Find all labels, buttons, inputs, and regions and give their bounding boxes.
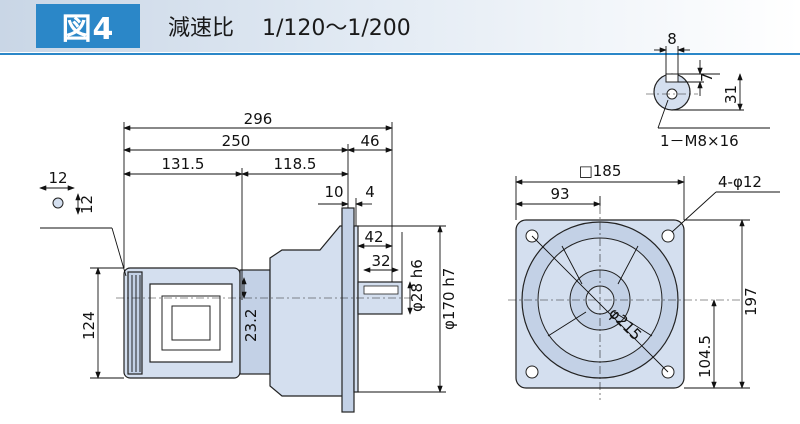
dim-shaft-height: 31 xyxy=(722,85,740,104)
dim-spigot-depth: 4 xyxy=(365,183,375,201)
header-rule xyxy=(0,53,800,55)
flange-spigot xyxy=(353,225,359,393)
title-prefix: 減速比 xyxy=(168,16,235,41)
front-view: φ215 □185 93 4-φ12 197 104.5 xyxy=(508,162,780,400)
terminal-box-lid xyxy=(171,305,211,341)
dim-motor-height: 124 xyxy=(80,311,98,340)
figure-badge: 図4 xyxy=(36,4,140,48)
front-ribs xyxy=(547,245,653,337)
dim-flange-thickness: 10 xyxy=(324,183,343,201)
dim-key-width: 8 xyxy=(667,30,677,48)
terminal-leader-tail xyxy=(111,227,127,277)
gear-housing xyxy=(269,225,351,397)
output-flange xyxy=(341,207,355,413)
terminal-detail xyxy=(52,197,64,209)
dim-overall-length: 296 xyxy=(244,110,273,128)
dim-key-depth: 7 xyxy=(698,72,716,82)
dim-shaft-length: 42 xyxy=(364,228,383,246)
figure-title: 減速比 1/120～1/200 xyxy=(168,10,411,42)
ratio-range: 1/120～1/200 xyxy=(262,16,411,41)
bolt-hole-leader xyxy=(671,191,717,233)
dim-center-height: 104.5 xyxy=(696,335,714,378)
dim-terminal-height: 12 xyxy=(78,195,96,214)
dim-spigot-diameter: φ170 h7 xyxy=(440,268,458,330)
dim-terminal-width: 12 xyxy=(48,169,67,187)
tap-leader xyxy=(657,99,669,129)
dim-shaft-protrusion: 46 xyxy=(360,132,379,150)
dim-total-height: 197 xyxy=(742,287,760,316)
dim-tap: 1－M8×16 xyxy=(660,132,739,150)
dim-gear-half: 118.5 xyxy=(274,155,317,173)
dim-flange-square: □185 xyxy=(579,162,622,180)
shaft-end-keyway xyxy=(665,73,679,83)
figure-header: 図4 減速比 1/120～1/200 xyxy=(0,0,800,52)
dim-shaft-diameter: φ28 h6 xyxy=(408,259,426,312)
dim-center-offset: 23.2 xyxy=(242,309,260,342)
dim-motor-to-flange: 250 xyxy=(222,132,251,150)
pcd-diagonal xyxy=(531,235,669,373)
shaft-key xyxy=(363,285,399,295)
dim-half-width: 93 xyxy=(550,185,569,203)
side-view: 296 250 46 131.5 118.5 10 4 42 32 φ28 h6… xyxy=(39,110,458,413)
dim-bolt-holes: 4-φ12 xyxy=(718,173,762,191)
dim-key-length: 32 xyxy=(371,252,390,270)
dim-motor-half: 131.5 xyxy=(162,155,205,173)
motor-fan-cover xyxy=(127,271,143,375)
shaft-detail: 8 7 31 1－M8×16 xyxy=(646,30,770,150)
motor-fins xyxy=(131,275,141,372)
